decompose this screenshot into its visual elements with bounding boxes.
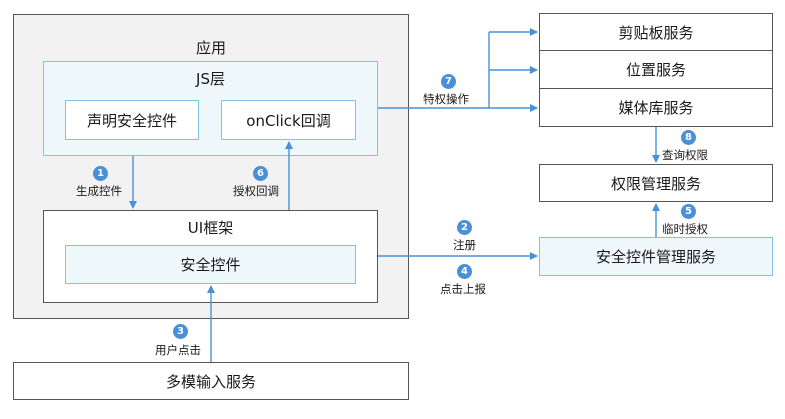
clipboard-service-label: 剪贴板服务 [618, 23, 694, 42]
js-layer-title: JS层 [196, 70, 225, 88]
step-2-label: 注册 [453, 238, 476, 252]
multimodal-input-service: 多模输入服务 [13, 362, 409, 400]
location-service-label: 位置服务 [625, 61, 686, 79]
step-3-badge: 3 [173, 324, 188, 339]
declare-control-label: 声明安全控件 [86, 111, 177, 130]
step-5-badge: 5 [681, 204, 696, 219]
permission-management-service: 权限管理服务 [539, 164, 773, 202]
ui-framework-title: UI框架 [187, 219, 234, 237]
application-title: 应用 [195, 39, 226, 57]
step-7-badge: 7 [441, 74, 456, 89]
media-library-service-label: 媒体库服务 [618, 99, 694, 117]
security-control-label: 安全控件 [180, 256, 241, 274]
step-1-label: 生成控件 [76, 184, 122, 198]
step-4-badge: 4 [457, 264, 472, 279]
step-8-label: 查询权限 [662, 148, 708, 162]
step-3-label: 用户点击 [155, 343, 201, 357]
security-control-management-label: 安全控件管理服务 [595, 248, 716, 266]
step-6-badge: 6 [253, 166, 268, 181]
onclick-callback-box: onClick回调 [221, 100, 356, 140]
multimodal-input-label: 多模输入服务 [165, 372, 256, 391]
declare-control-box: 声明安全控件 [65, 100, 199, 140]
security-control-box: 安全控件 [65, 245, 356, 284]
step-7-label: 特权操作 [423, 92, 469, 106]
clipboard-service: 剪贴板服务 [539, 13, 773, 51]
step-1-badge: 1 [93, 166, 108, 181]
location-service: 位置服务 [539, 51, 773, 89]
step-4-label: 点击上报 [440, 282, 486, 296]
permission-management-label: 权限管理服务 [610, 174, 701, 193]
media-library-service: 媒体库服务 [539, 89, 773, 127]
step-6-label: 授权回调 [233, 184, 279, 198]
security-control-management-service: 安全控件管理服务 [539, 237, 773, 276]
step-5-label: 临时授权 [662, 222, 708, 236]
onclick-callback-label: onClick回调 [246, 111, 331, 130]
step-2-badge: 2 [457, 220, 472, 235]
step-8-badge: 8 [681, 130, 696, 145]
